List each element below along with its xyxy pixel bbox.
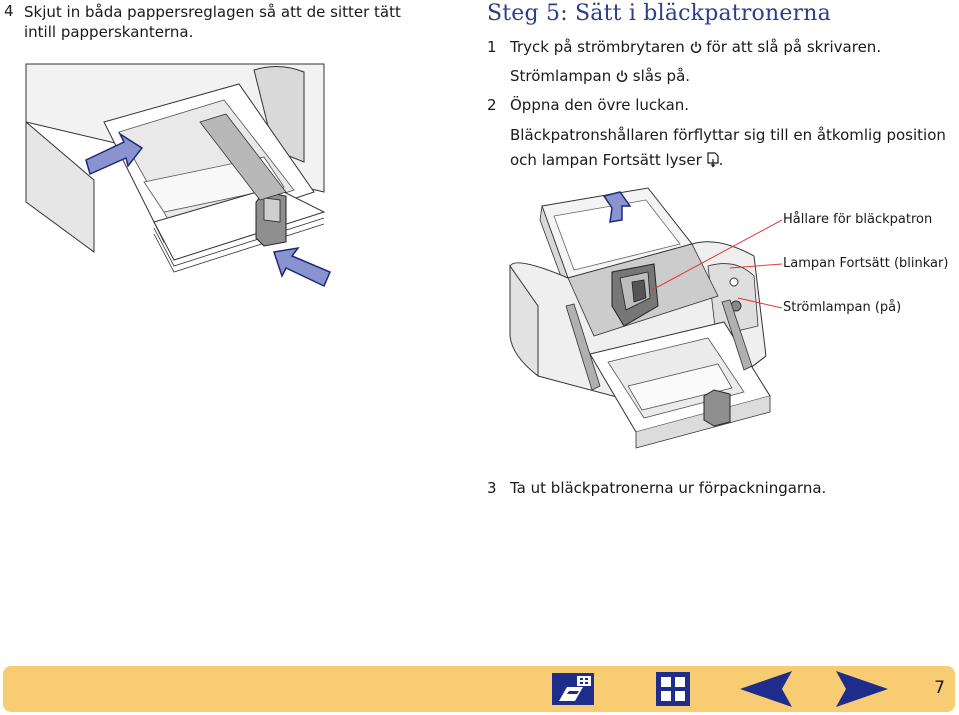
- item-2-line-3: och lampan Fortsätt lyser .: [510, 151, 723, 169]
- callout-resume-light: Lampan Fortsätt (blinkar): [783, 256, 949, 271]
- printer-open-cover-illustration: [509, 187, 771, 449]
- page-number: 7: [934, 678, 945, 698]
- item-3-number: 3: [487, 479, 497, 497]
- item-3-text: Ta ut bläckpatronerna ur förpackningarna…: [510, 479, 827, 497]
- printer-setup-icon[interactable]: [551, 671, 595, 707]
- step-5-heading: Steg 5: Sätt i bläckpatronerna: [487, 1, 831, 26]
- item-1-number: 1: [487, 38, 497, 56]
- item-1-text: Tryck på strömbrytaren för att slå på sk…: [510, 38, 881, 56]
- callout-cartridge-holder: Hållare för bläckpatron: [783, 212, 933, 227]
- power-icon: [690, 41, 701, 53]
- contents-icon[interactable]: [655, 671, 691, 707]
- item-2-number: 2: [487, 96, 497, 114]
- printer-paper-guides-illustration: [25, 63, 331, 288]
- item-1-text-after: för att slå på skrivaren.: [706, 38, 882, 56]
- power-icon: [616, 70, 628, 82]
- item-1-line-2: Strömlampan slås på.: [510, 67, 690, 85]
- step-4-text: Skjut in båda pappersreglagen så att de …: [24, 3, 401, 41]
- item-1-line-2-after: slås på.: [632, 67, 691, 85]
- callout-power-light: Strömlampan (på): [783, 300, 902, 315]
- item-2-line-3-before: och lampan Fortsätt lyser: [510, 151, 702, 169]
- callout-leader-lines: [651, 219, 783, 309]
- item-2-line-2: Bläckpatronshållaren förflyttar sig till…: [510, 126, 946, 144]
- step-4-number: 4: [4, 2, 14, 20]
- resume-icon: [706, 152, 719, 168]
- item-1-text-before: Tryck på strömbrytaren: [510, 38, 685, 56]
- item-1-line-2-before: Strömlampan: [510, 67, 612, 85]
- item-2-line-3-after: .: [718, 151, 724, 169]
- item-2-text: Öppna den övre luckan.: [510, 96, 690, 114]
- footer-navigation-bar: [3, 666, 955, 712]
- next-page-icon[interactable]: [834, 669, 890, 709]
- previous-page-icon[interactable]: [738, 669, 794, 709]
